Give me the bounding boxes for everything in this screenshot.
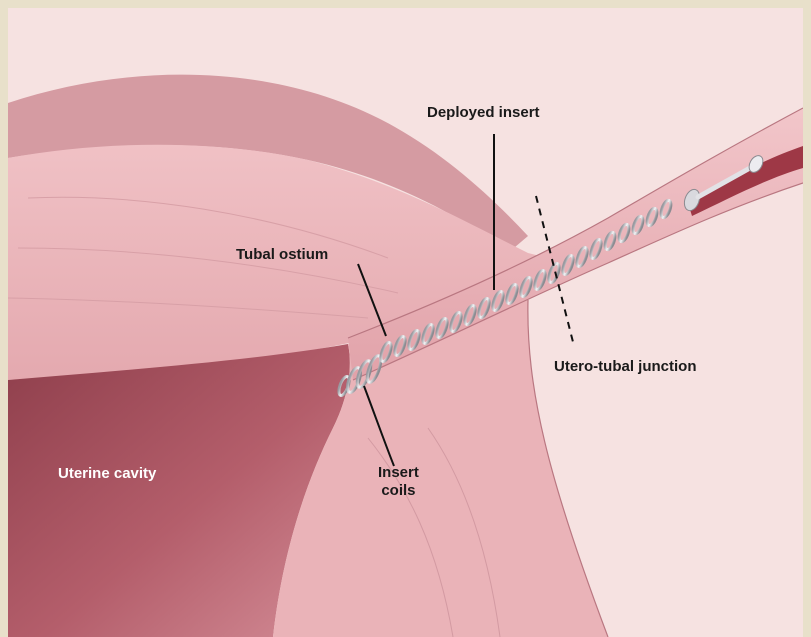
- label-uterine-cavity: Uterine cavity: [58, 465, 156, 483]
- label-insert-coils-line1: Insert: [378, 464, 419, 482]
- label-deployed-insert: Deployed insert: [427, 104, 540, 122]
- label-insert-coils: Insert coils: [378, 464, 419, 500]
- label-insert-coils-line2: coils: [378, 482, 419, 500]
- uterus-tube-illustration: [8, 8, 803, 637]
- illustration-panel: Deployed insert Tubal ostium Utero-tubal…: [8, 8, 803, 637]
- label-utero-tubal-junction: Utero-tubal junction: [554, 358, 697, 376]
- label-tubal-ostium: Tubal ostium: [236, 246, 328, 264]
